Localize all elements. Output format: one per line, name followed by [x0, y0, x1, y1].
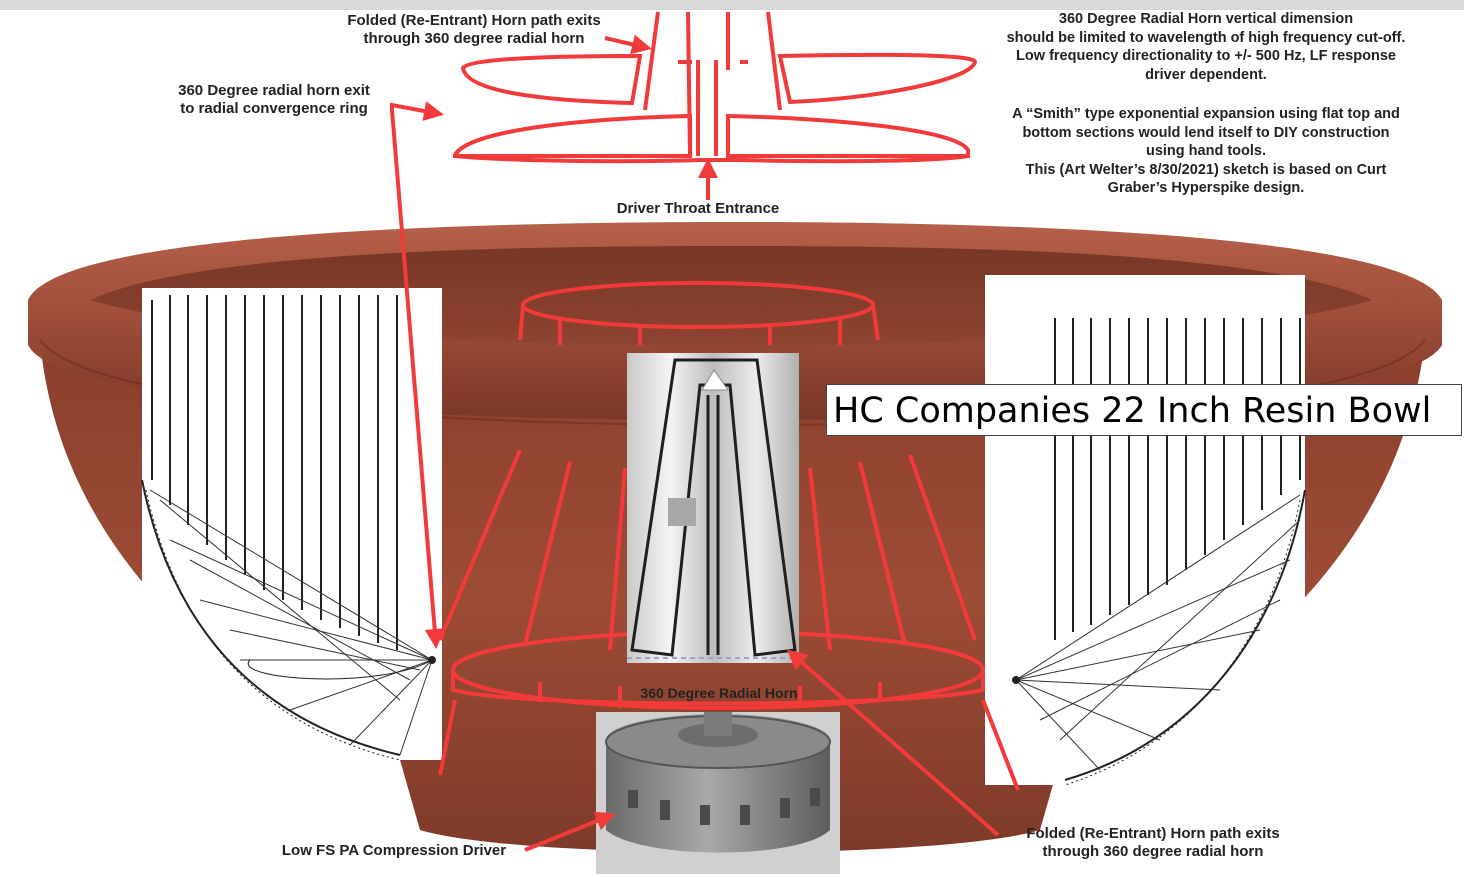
radial-horn-label: 360 Degree Radial Horn	[640, 685, 798, 701]
horn-cutaway-image	[627, 353, 799, 663]
smith-expansion-note: A “Smith” type exponential expansion usi…	[1012, 106, 1400, 196]
vertical-dimension-note: 360 Degree Radial Horn vertical dimensio…	[1006, 11, 1406, 83]
left-horn-sketch	[141, 288, 442, 761]
bottom-folded-path-label: Folded (Re-Entrant) Horn path exits thro…	[1026, 825, 1280, 860]
annotation-arrows	[390, 34, 1000, 852]
bowl-title: HC Companies 22 Inch Resin Bowl	[826, 384, 1462, 436]
radial-exit-label: 360 Degree radial horn exit to radial co…	[178, 82, 370, 117]
compression-driver-image	[596, 712, 840, 874]
top-folded-path-label: Folded (Re-Entrant) Horn path exits thro…	[347, 12, 601, 47]
top-horn-section	[453, 11, 978, 164]
window-top-bar	[0, 0, 1464, 10]
compression-driver-label: Low FS PA Compression Driver	[281, 842, 507, 859]
radial-horn-outline	[438, 281, 1020, 791]
driver-throat-label: Driver Throat Entrance	[616, 200, 780, 217]
right-horn-sketch	[985, 275, 1306, 786]
